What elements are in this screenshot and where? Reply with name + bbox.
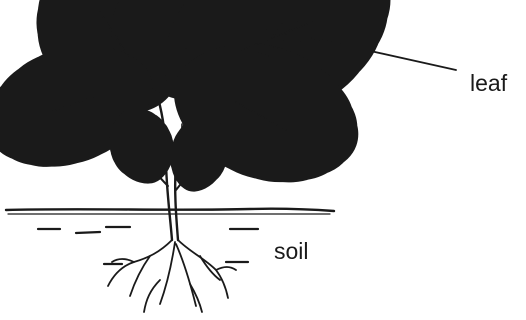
soil-label: soil bbox=[274, 240, 309, 263]
leaf-label: leaf bbox=[470, 72, 507, 95]
leaves bbox=[35, 0, 326, 168]
roots bbox=[108, 240, 236, 312]
